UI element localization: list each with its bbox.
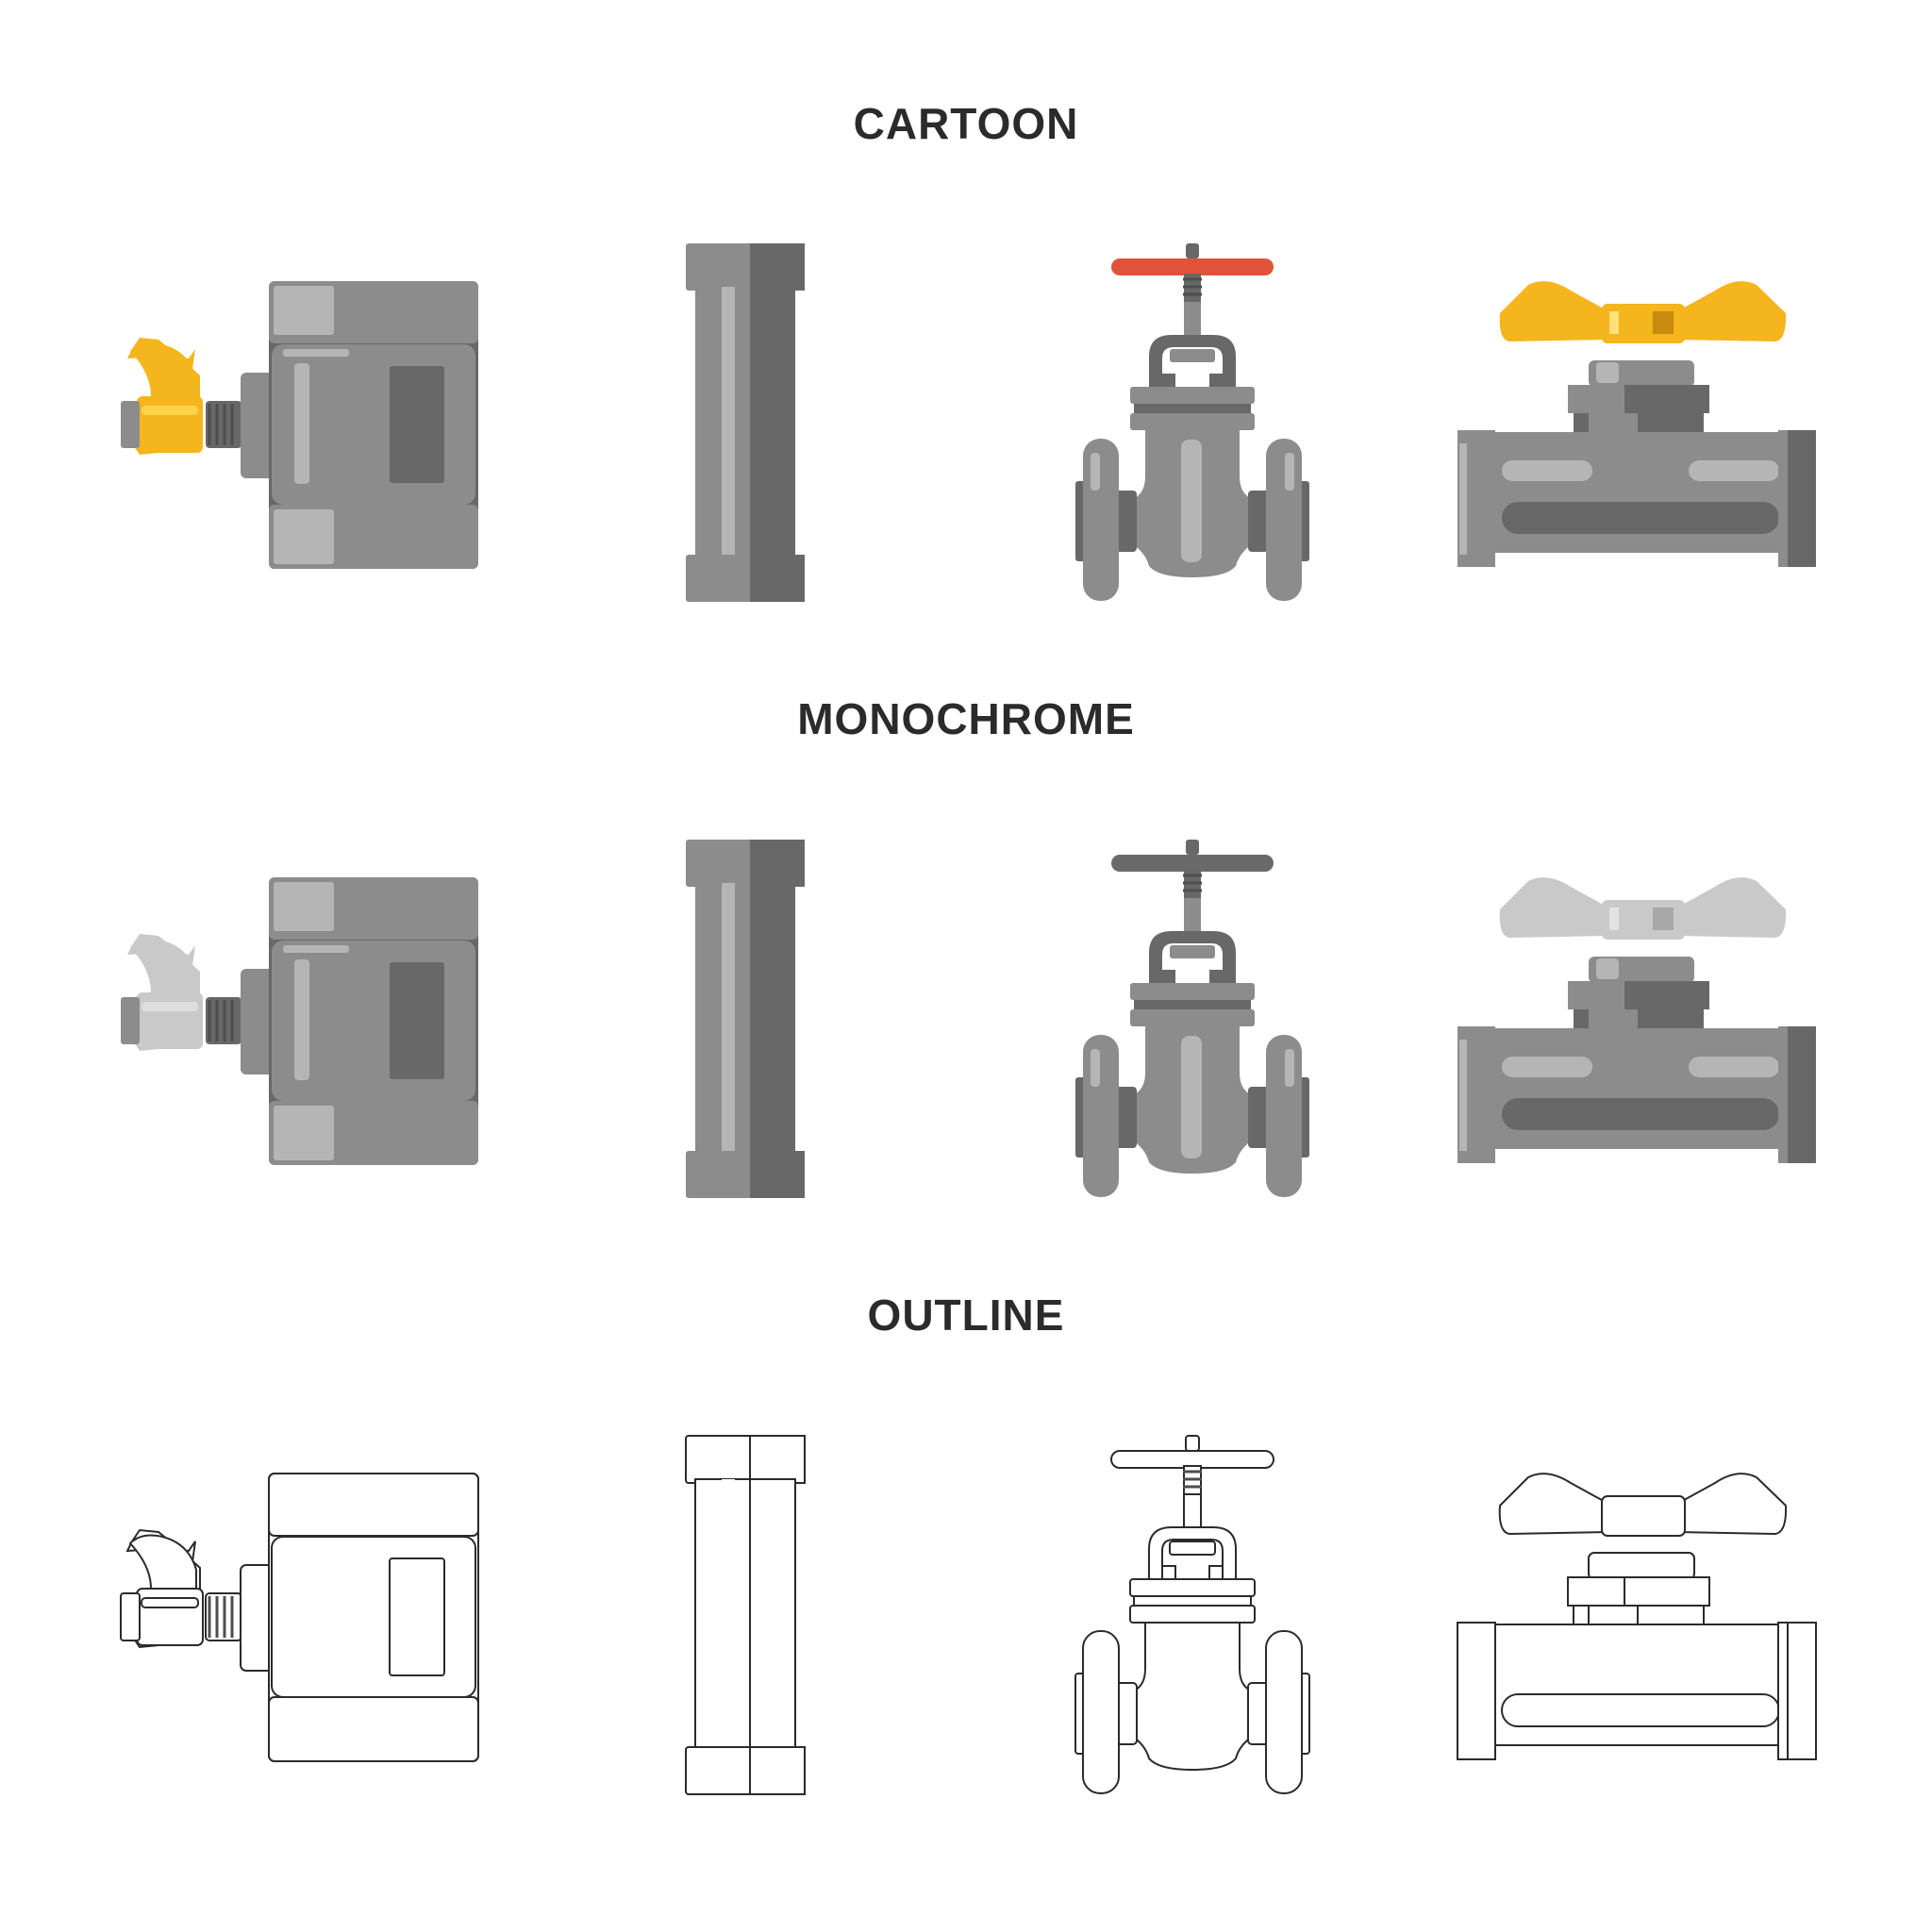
butterfly-tee-valve-icon	[1457, 1474, 1816, 1759]
section-title-outline: OUTLINE	[867, 1291, 1065, 1340]
wing-nut-valve-icon	[119, 875, 480, 1167]
wing-nut-valve-icon	[119, 1472, 480, 1763]
butterfly-tee-valve-icon	[1457, 877, 1816, 1163]
pipe-coupling-icon	[686, 1436, 805, 1794]
cartoon-row	[119, 242, 1816, 603]
gate-valve-icon	[1074, 1434, 1311, 1795]
pipe-coupling-icon	[686, 840, 805, 1198]
gate-valve-icon	[1074, 242, 1311, 603]
outline-row	[119, 1434, 1816, 1795]
pipe-coupling-icon	[686, 243, 805, 602]
section-title-cartoon: CARTOON	[853, 99, 1079, 148]
wing-nut-valve-icon	[119, 279, 480, 571]
section-title-monochrome: MONOCHROME	[797, 694, 1135, 743]
monochrome-row	[119, 838, 1816, 1199]
gate-valve-icon	[1074, 838, 1311, 1199]
butterfly-tee-valve-icon	[1457, 281, 1816, 567]
